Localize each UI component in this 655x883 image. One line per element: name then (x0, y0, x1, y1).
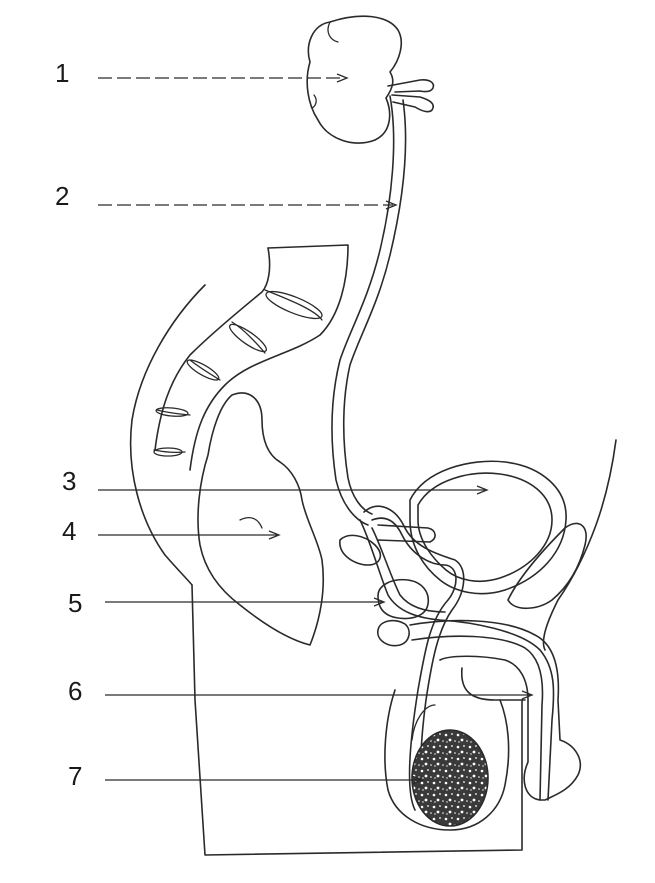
pointer-6 (105, 690, 534, 700)
bladder (409, 460, 567, 595)
penis (409, 619, 582, 801)
prostate (377, 578, 430, 620)
rectum (197, 392, 325, 646)
pubic-bone (507, 522, 587, 610)
body-outline (129, 284, 617, 856)
label-2: 2 (55, 181, 69, 211)
label-3: 3 (62, 466, 76, 496)
pointer-1 (98, 73, 349, 83)
pointer-5 (105, 597, 386, 607)
vertebral-column (153, 244, 349, 471)
label-5: 5 (68, 588, 82, 618)
seminal-vesicle (339, 524, 436, 566)
testis (411, 729, 489, 827)
pointer-3 (98, 485, 489, 495)
pointer-2 (98, 200, 398, 210)
label-6: 6 (68, 676, 82, 706)
scrotum (384, 689, 510, 831)
ureter (331, 95, 407, 526)
label-7: 7 (68, 761, 82, 791)
kidney (306, 15, 435, 144)
label-4: 4 (62, 516, 76, 546)
label-1: 1 (55, 58, 69, 88)
pointer-7 (105, 775, 424, 785)
bulbourethral-gland (377, 619, 410, 647)
pointer-4 (98, 530, 281, 540)
